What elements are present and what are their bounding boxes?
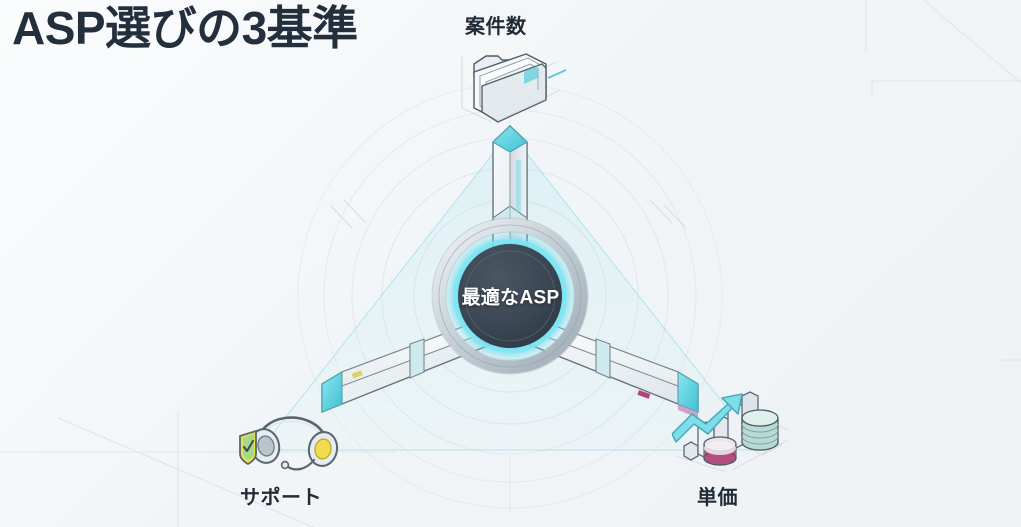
page-title: ASP選びの3基準 [12, 2, 358, 54]
node-label-cases: 案件数 [465, 16, 527, 38]
hub-glow-ring [453, 239, 567, 353]
node-label-support: サポート [240, 487, 322, 509]
hub-disc [458, 244, 562, 348]
folder-stack-icon [461, 53, 567, 123]
coins-growth-chart-icon [672, 391, 789, 473]
node-label-price: 単価 [697, 487, 738, 509]
headset-shield-icon [239, 416, 339, 471]
